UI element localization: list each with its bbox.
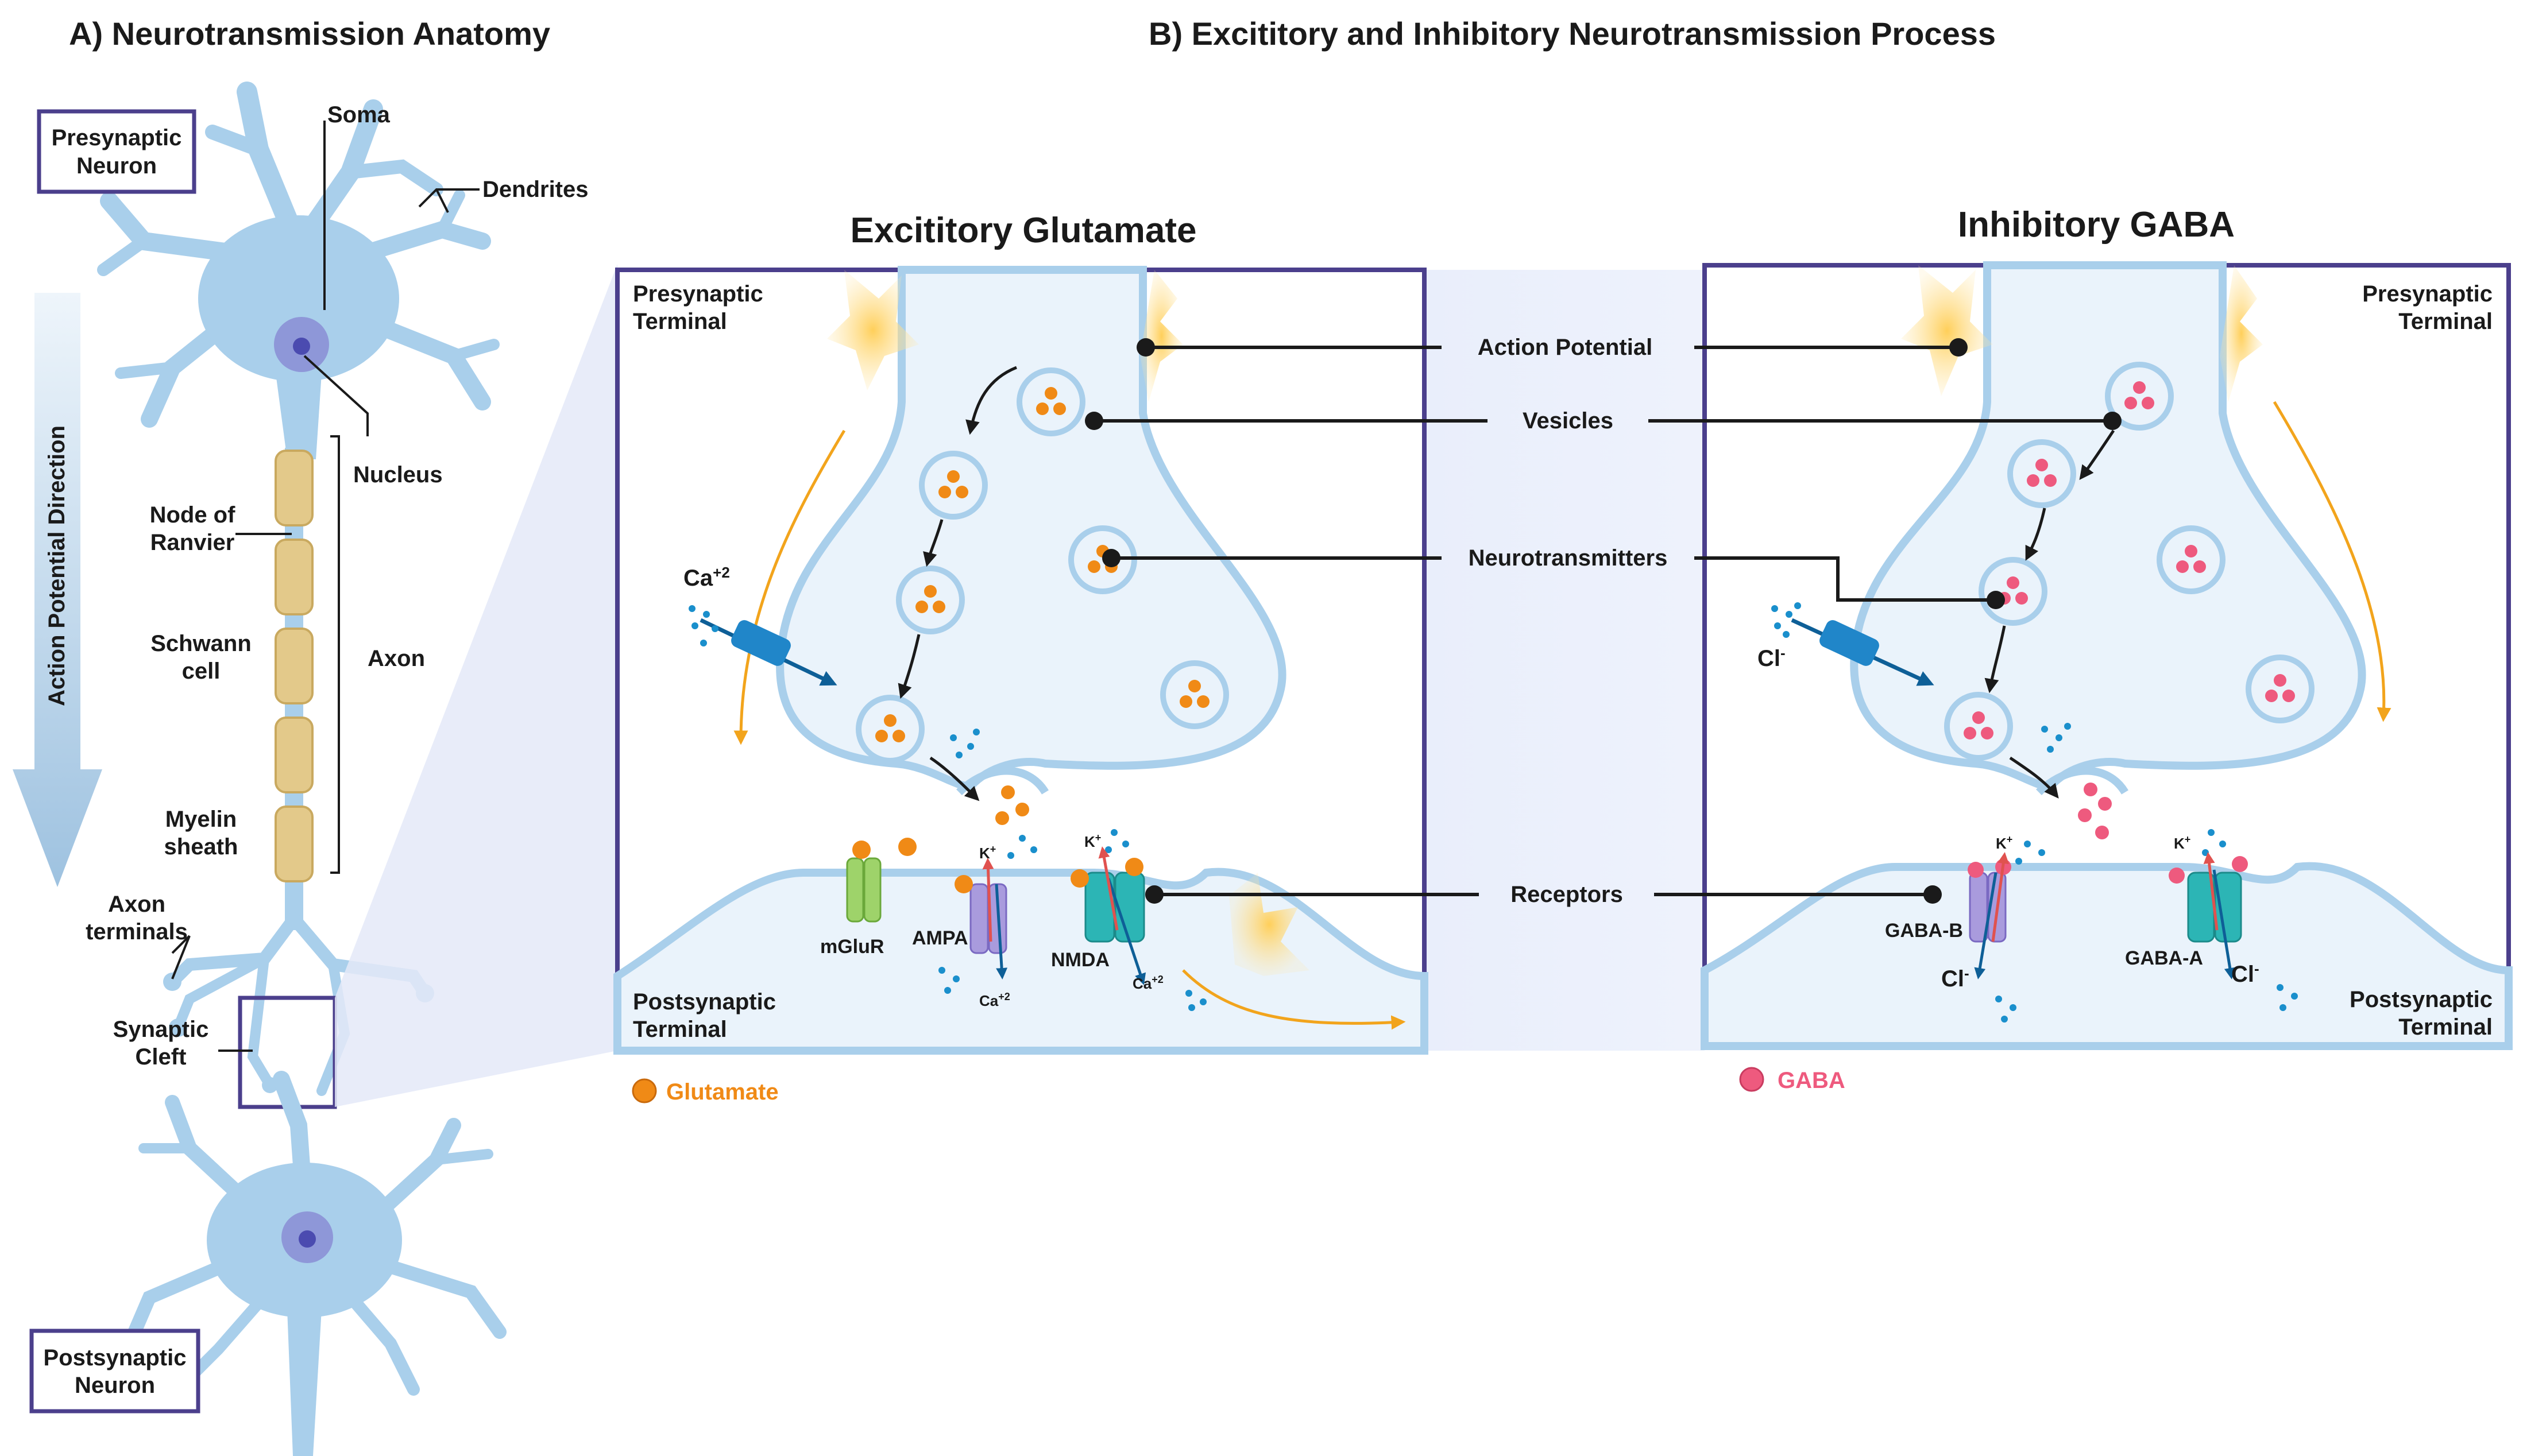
label-action-potential: Action Potential	[1478, 335, 1652, 360]
label-vesicles: Vesicles	[1523, 408, 1613, 433]
excitatory-panel: Excititory Glutamate	[613, 211, 1428, 1105]
svg-text:Glutamate: Glutamate	[666, 1079, 779, 1105]
svg-text:K+: K+	[1084, 832, 1101, 850]
inh-postsynaptic-label-2: Terminal	[2398, 1014, 2493, 1040]
ca-channel: Ca+2	[683, 564, 837, 686]
label-synaptic-cleft-2: Cleft	[136, 1044, 187, 1070]
svg-text:GABA-B: GABA-B	[1885, 920, 1963, 942]
exc-presynaptic-label-2: Terminal	[633, 309, 727, 334]
presynaptic-neuron-box: Presynaptic Neuron	[37, 109, 196, 194]
panel-b: B) Excititory and Inhibitory Neurotransm…	[613, 16, 2513, 1105]
label-dendrites: Dendrites	[482, 177, 589, 202]
zoom-fan	[335, 264, 617, 1107]
svg-text:Cl-: Cl-	[1941, 965, 1969, 992]
label-node-of-ranvier-2: Ranvier	[150, 530, 235, 555]
svg-text:GABA: GABA	[1778, 1068, 1845, 1093]
label-axon-terminals-1: Axon	[108, 892, 165, 917]
mglur-receptor: mGluR	[820, 838, 917, 958]
excitatory-title: Excititory Glutamate	[851, 211, 1197, 250]
svg-text:Neuron: Neuron	[76, 153, 157, 179]
label-soma: Soma	[327, 102, 391, 127]
inhibitory-panel: Inhibitory GABA	[1701, 205, 2513, 1093]
glutamate-vesicles	[856, 366, 1229, 825]
cl-channel: Cl-	[1757, 602, 1934, 686]
anatomy-leaders	[171, 121, 480, 1052]
label-synaptic-cleft-1: Synaptic	[113, 1017, 209, 1042]
label-neurotransmitters: Neurotransmitters	[1469, 545, 1668, 571]
label-nucleus: Nucleus	[353, 462, 443, 487]
exc-postsynaptic-label-2: Terminal	[633, 1017, 727, 1042]
panel-a-title: A) Neurotransmission Anatomy	[69, 16, 550, 52]
center-band	[1424, 270, 1705, 1051]
inh-presynaptic-label-2: Terminal	[2398, 309, 2493, 334]
svg-text:Neuron: Neuron	[75, 1373, 155, 1398]
svg-text:Ca+2: Ca+2	[1133, 974, 1164, 992]
svg-text:K+: K+	[979, 843, 996, 862]
svg-text:Cl-: Cl-	[2231, 960, 2259, 987]
postsynaptic-neuron-box: Postsynaptic Neuron	[29, 1329, 200, 1414]
gaba-a-receptor: GABA-A K+ Cl-	[2125, 834, 2259, 987]
svg-text:K+: K+	[1996, 834, 2012, 852]
label-axon: Axon	[368, 646, 425, 671]
svg-text:Ca+2: Ca+2	[979, 991, 1010, 1009]
svg-text:GABA-A: GABA-A	[2125, 947, 2203, 969]
glutamate-legend: Glutamate	[632, 1078, 779, 1105]
ampa-receptor: AMPA K+ Ca+2	[912, 843, 1010, 1009]
nmda-receptor: NMDA K+ Ca+2	[1051, 832, 1164, 992]
gaba-b-receptor: GABA-B K+ Cl-	[1885, 834, 2012, 992]
panel-b-title: B) Excititory and Inhibitory Neurotransm…	[1149, 16, 1996, 52]
svg-text:Postsynaptic: Postsynaptic	[44, 1345, 187, 1370]
cl-label: Cl-	[1757, 644, 1786, 671]
center-connectors: Action Potential Vesicles Neurotransmitt…	[1085, 335, 2122, 907]
label-myelin-sheath-1: Myelin	[165, 807, 237, 832]
direction-label: Action Potential Direction	[44, 425, 69, 706]
label-axon-terminals-2: terminals	[86, 919, 188, 944]
exc-presynaptic-label-1: Presynaptic	[633, 281, 763, 307]
label-schwann-cell-1: Schwann	[150, 631, 252, 656]
label-schwann-cell-2: cell	[182, 659, 221, 684]
ca-label: Ca+2	[683, 564, 730, 591]
inh-presynaptic-label-1: Presynaptic	[2362, 281, 2493, 307]
svg-text:K+: K+	[2174, 834, 2190, 852]
label-myelin-sheath-2: sheath	[164, 834, 238, 859]
svg-text:AMPA: AMPA	[912, 927, 968, 949]
svg-text:mGluR: mGluR	[820, 936, 884, 958]
panel-a: A) Neurotransmission Anatomy Action Pote…	[13, 16, 589, 1456]
direction-arrow: Action Potential Direction	[13, 293, 102, 887]
inh-postsynaptic-label-1: Postsynaptic	[2350, 987, 2493, 1012]
svg-text:Presynaptic: Presynaptic	[52, 125, 182, 150]
inhibitory-title: Inhibitory GABA	[1958, 205, 2235, 245]
gaba-legend: GABA	[1739, 1067, 1845, 1093]
postsynaptic-neuron	[125, 1071, 507, 1456]
label-receptors: Receptors	[1510, 882, 1623, 907]
svg-text:NMDA: NMDA	[1051, 949, 1110, 971]
label-node-of-ranvier-1: Node of	[150, 502, 236, 528]
exc-postsynaptic-label-1: Postsynaptic	[633, 989, 776, 1014]
